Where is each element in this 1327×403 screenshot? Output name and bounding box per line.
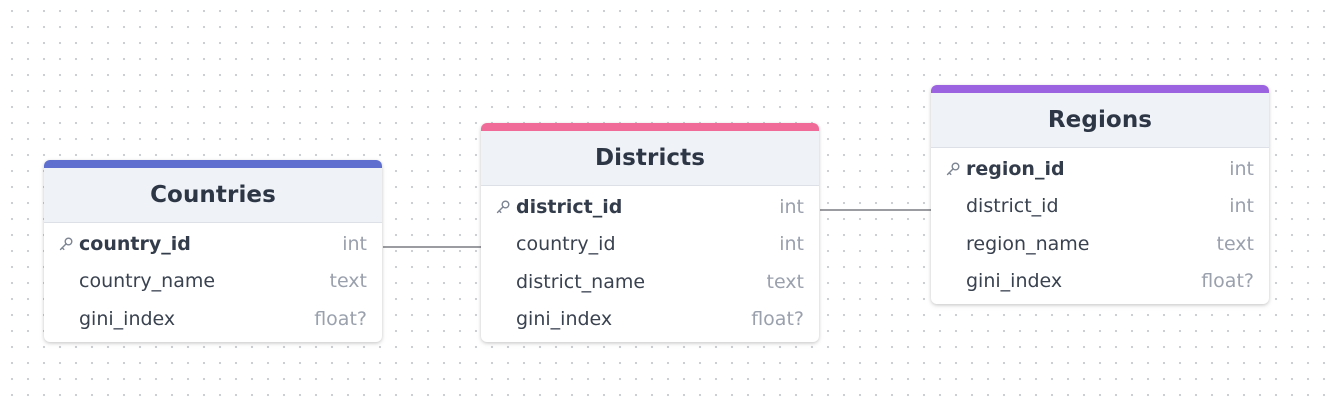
column-row[interactable]: district_name text — [481, 263, 819, 301]
column-type: text — [1216, 232, 1255, 255]
table-accent-bar — [481, 123, 819, 131]
primary-key-icon — [58, 234, 79, 254]
table-header[interactable]: Regions — [931, 93, 1269, 148]
table-title: Regions — [1047, 107, 1153, 133]
column-type: int — [1229, 195, 1254, 218]
column-name: country_id — [516, 233, 616, 256]
primary-key-icon — [945, 159, 966, 179]
column-type: int — [1229, 157, 1254, 180]
column-name: district_name — [516, 270, 646, 293]
table-accent-bar — [44, 160, 382, 168]
column-row[interactable]: country_name text — [44, 263, 382, 301]
column-type: int — [342, 232, 367, 255]
column-type: float? — [314, 307, 367, 330]
table-title: Countries — [150, 182, 276, 208]
column-row[interactable]: district_id int — [931, 188, 1269, 226]
table-title: Districts — [594, 145, 706, 171]
table-regions[interactable]: Regions region_id int district_id int re… — [931, 85, 1269, 304]
table-accent-bar — [931, 85, 1269, 93]
column-type: float? — [751, 308, 804, 331]
column-row[interactable]: region_name text — [931, 225, 1269, 263]
column-type: text — [766, 270, 805, 293]
column-list: region_id int district_id int region_nam… — [931, 148, 1269, 304]
column-name: gini_index — [516, 308, 613, 331]
column-type: int — [779, 233, 804, 256]
column-name: gini_index — [966, 270, 1063, 293]
table-districts[interactable]: Districts district_id int country_id int… — [481, 123, 819, 342]
column-name: region_id — [966, 157, 1065, 180]
table-header[interactable]: Countries — [44, 168, 382, 223]
column-row[interactable]: region_id int — [931, 150, 1269, 188]
column-row[interactable]: gini_index float? — [481, 301, 819, 339]
column-row[interactable]: country_id int — [44, 225, 382, 263]
primary-key-icon — [495, 197, 516, 217]
column-row[interactable]: district_id int — [481, 188, 819, 226]
column-type: int — [779, 195, 804, 218]
column-name: district_id — [966, 195, 1059, 218]
column-name: district_id — [516, 195, 623, 218]
column-list: district_id int country_id int district_… — [481, 186, 819, 342]
column-type: text — [329, 270, 368, 293]
column-name: region_name — [966, 232, 1090, 255]
table-countries[interactable]: Countries country_id int country_name te… — [44, 160, 382, 342]
column-list: country_id int country_name text gini_in… — [44, 223, 382, 342]
column-row[interactable]: gini_index float? — [44, 300, 382, 338]
column-row[interactable]: country_id int — [481, 226, 819, 264]
column-name: gini_index — [79, 307, 176, 330]
column-name: country_name — [79, 270, 216, 293]
column-type: float? — [1201, 270, 1254, 293]
table-header[interactable]: Districts — [481, 131, 819, 186]
column-name: country_id — [79, 232, 191, 255]
column-row[interactable]: gini_index float? — [931, 263, 1269, 301]
